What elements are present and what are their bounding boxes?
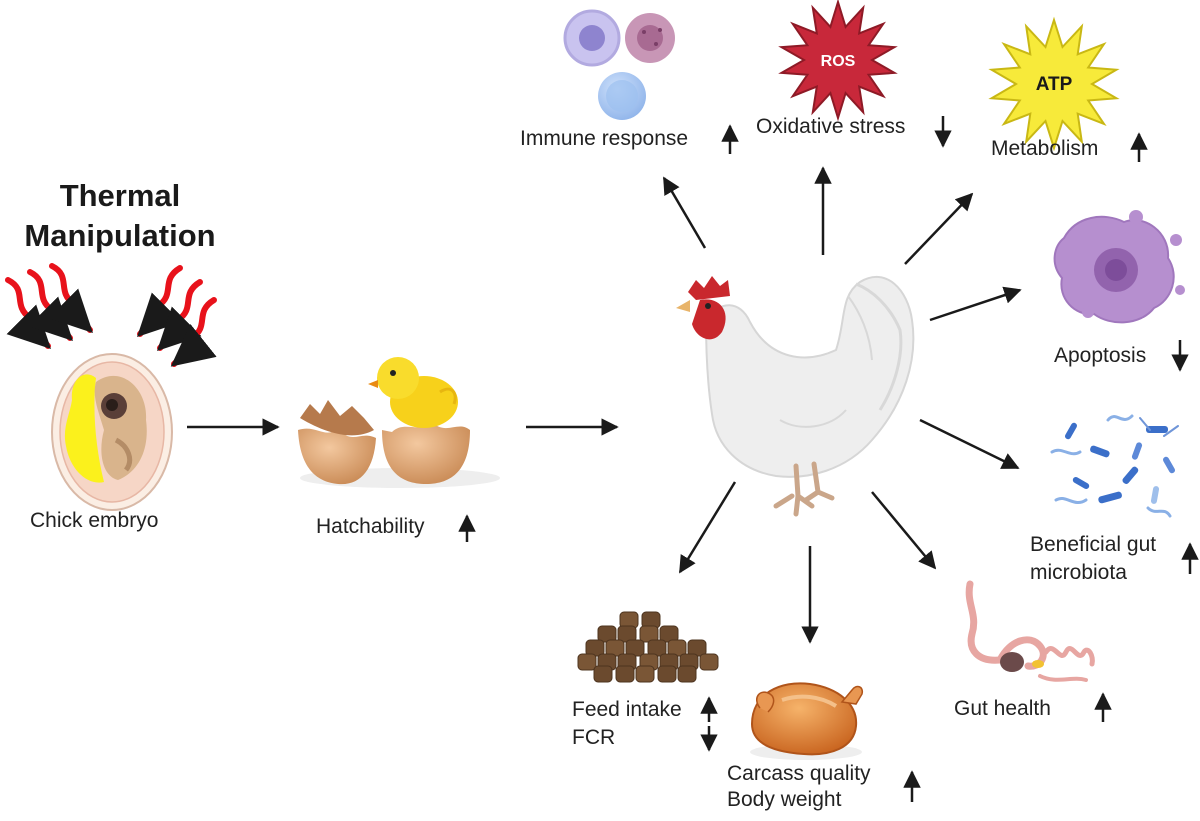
label-hatchability: Hatchability [316, 515, 425, 538]
label-chick-embryo: Chick embryo [30, 509, 159, 532]
label-body-weight: Body weight [727, 788, 842, 811]
arrow-hen-to-immune [662, 176, 707, 249]
chick-embryo-icon [51, 353, 173, 511]
feed-pellet [577, 653, 597, 671]
arrow-hen-to-apoptosis [929, 286, 1022, 322]
ros-starburst-icon: ROS [778, 0, 898, 122]
effect-indicators [458, 116, 1199, 802]
feed-pellet [635, 665, 655, 683]
feed-pellet [615, 665, 635, 683]
title-line-1: Thermal [59, 178, 181, 213]
feed-pellets-icon [577, 611, 719, 683]
immune-cells-icon [563, 9, 675, 120]
title-line-2: Manipulation [24, 218, 216, 253]
arrow-hen-to-gut [871, 491, 937, 570]
feed-pellet [657, 665, 677, 683]
label-metabolism: Metabolism [991, 137, 1099, 160]
heat-waves-right-icon [137, 265, 217, 367]
feed-pellet [699, 653, 719, 671]
arrow-hen-to-metabolism [904, 192, 974, 265]
label-feed-intake: Feed intake [572, 698, 682, 721]
atp-starburst-icon: ATP [988, 16, 1120, 152]
label-apoptosis: Apoptosis [1054, 344, 1147, 367]
apoptotic-cell-icon [1053, 210, 1185, 324]
atp-badge-text: ATP [1036, 74, 1073, 95]
gut-digestive-tract-icon [965, 580, 1095, 682]
gut-microbiota-icon [1050, 414, 1179, 518]
feed-pellet [677, 665, 697, 683]
label-gut-microbiota-line-1: Beneficial gut [1030, 533, 1157, 556]
label-immune-response: Immune response [520, 127, 689, 150]
feed-pellet [593, 665, 613, 683]
ros-badge-text: ROS [821, 53, 856, 70]
label-gut-microbiota-line-2: microbiota [1030, 561, 1127, 584]
arrow-hen-to-feed [678, 481, 737, 574]
hen-icon [676, 275, 915, 517]
diagram-title: Thermal Manipulation [10, 176, 230, 256]
roasted-chicken-icon [750, 682, 864, 760]
heat-waves-left-icon [5, 263, 93, 349]
hatching-chick-icon [298, 357, 500, 488]
arrow-hen-to-microbiota [919, 418, 1020, 470]
label-carcass-quality: Carcass quality [727, 762, 871, 785]
label-gut-health: Gut health [954, 697, 1051, 720]
label-fcr: FCR [572, 726, 616, 749]
label-oxidative-stress: Oxidative stress [756, 115, 906, 138]
flow-arrows [187, 166, 1022, 644]
